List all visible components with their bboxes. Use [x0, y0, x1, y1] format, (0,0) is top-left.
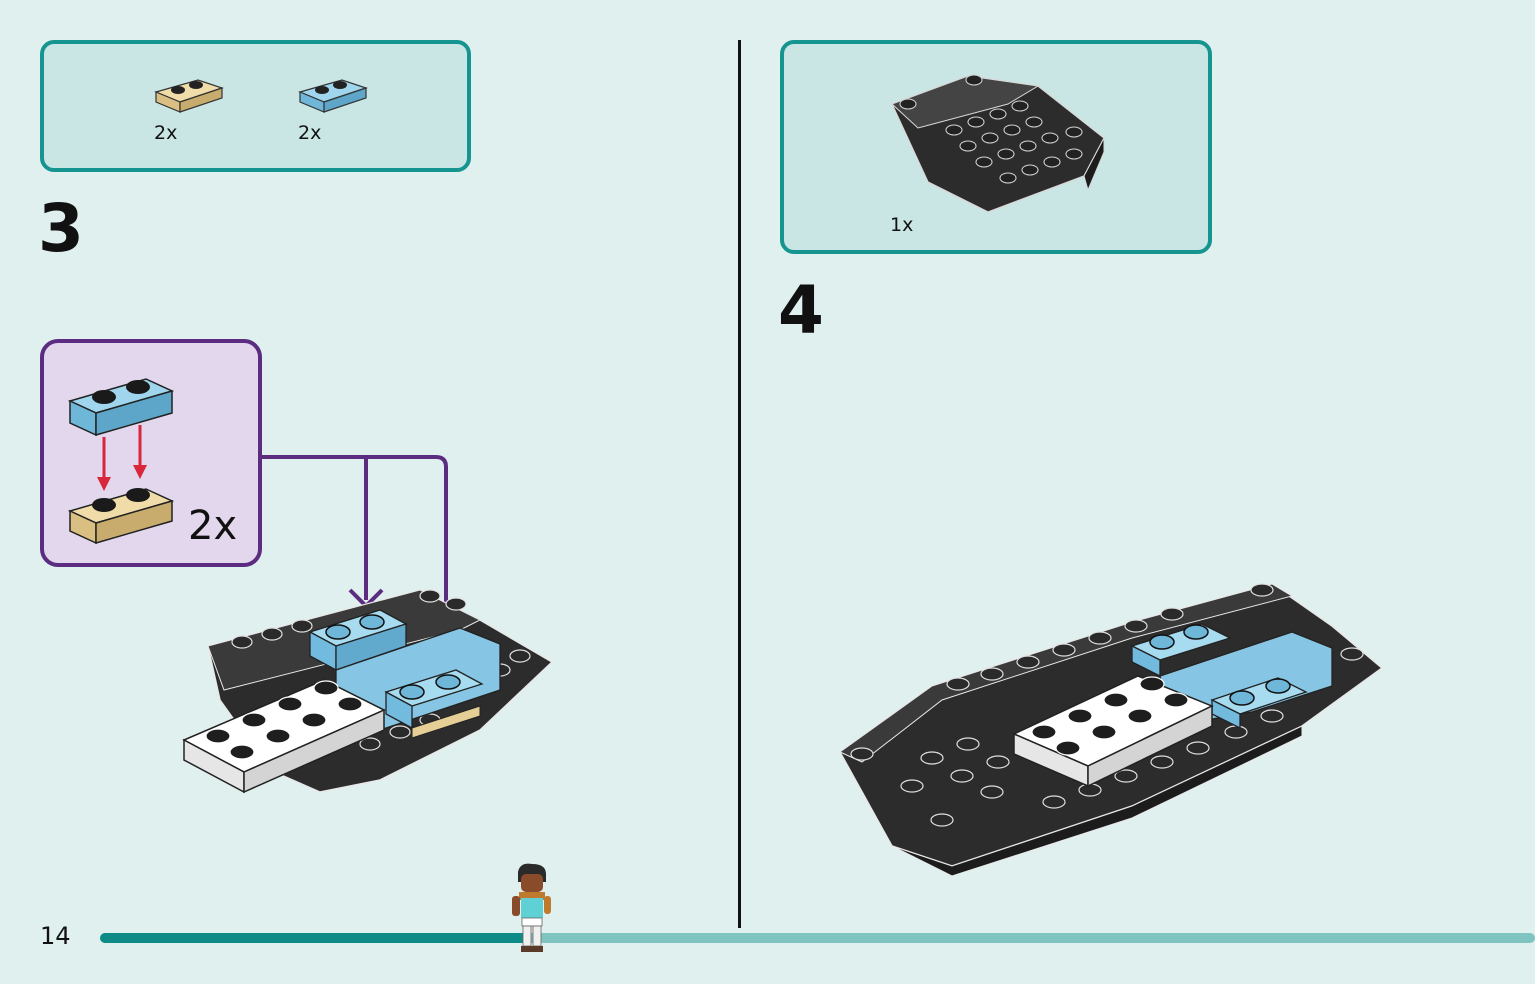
subassembly-illustration [67, 378, 175, 545]
subassembly-callout: 2x [40, 339, 262, 567]
page-number: 14 [40, 922, 71, 950]
blue-plate-icon [298, 79, 368, 113]
step4-model-illustration [839, 583, 1384, 877]
step-number-3: 3 [38, 190, 84, 267]
tan-plate-icon [154, 79, 224, 113]
part-qty-blue-plate: 2x [298, 122, 322, 144]
minifigure-progress-marker-icon [511, 863, 551, 952]
part-qty-tan-plate: 2x [154, 122, 178, 144]
page-divider [738, 40, 741, 928]
progress-fill [100, 933, 531, 943]
step4-parts-box: 1x [780, 40, 1212, 254]
subassembly-qty: 2x [188, 503, 238, 549]
step3-parts-box: 2x 2x [40, 40, 471, 172]
progress-track [100, 933, 1535, 943]
black-wedge-piece-icon [891, 74, 1105, 213]
part-qty-black-wedge: 1x [890, 214, 914, 236]
step-number-4: 4 [778, 272, 824, 349]
step3-model-illustration [182, 589, 554, 794]
